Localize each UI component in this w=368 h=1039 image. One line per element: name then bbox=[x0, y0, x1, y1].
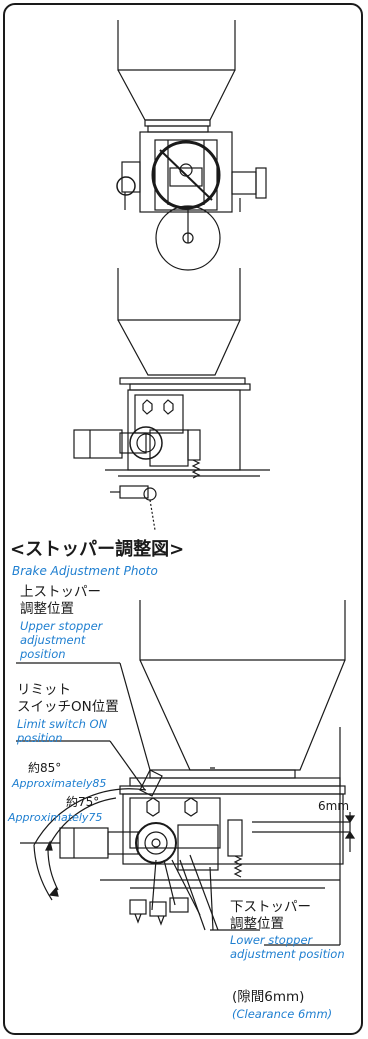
page-frame bbox=[3, 3, 363, 1035]
dimension-label: 6mm bbox=[318, 799, 350, 813]
angle-75-label: 約75° bbox=[66, 795, 100, 809]
lower-stopper-english-line1: Lower stopper bbox=[230, 933, 313, 947]
upper-stopper-label-line1: 上ストッパー bbox=[20, 584, 101, 600]
angle-85-english: Approximately85 bbox=[12, 777, 107, 790]
adjustment-view-figure bbox=[59, 600, 346, 931]
upper-stopper-english-line1: Upper stopper bbox=[20, 619, 103, 633]
dimension-6mm bbox=[252, 812, 356, 852]
lower-stopper-label-line1: 下ストッパー bbox=[230, 899, 311, 915]
leader-lines bbox=[16, 662, 341, 946]
lower-stopper-label-line2: 調整位置 bbox=[230, 916, 284, 932]
top-view-figure bbox=[116, 20, 267, 271]
angle-75-english: Approximately75 bbox=[8, 811, 103, 824]
upper-stopper-label-line2: 調整位置 bbox=[20, 601, 74, 617]
limit-switch-label-line2: スイッチON位置 bbox=[17, 699, 119, 715]
limit-switch-label-line1: リミット bbox=[17, 682, 71, 698]
angle-arcs bbox=[20, 788, 147, 901]
side-view-figure bbox=[73, 268, 270, 531]
clearance-english: (Clearance 6mm) bbox=[232, 1007, 333, 1021]
clearance-label: (隙間6mm) bbox=[232, 989, 305, 1005]
angle-85-label: 約85° bbox=[28, 761, 62, 775]
upper-stopper-english-line2: adjustment bbox=[20, 633, 86, 647]
section-title-english: Brake Adjustment Photo bbox=[12, 564, 158, 578]
limit-switch-english-line2: position bbox=[17, 731, 63, 745]
lower-stopper-english-line2: adjustment position bbox=[230, 947, 345, 961]
upper-stopper-english-line3: position bbox=[20, 647, 66, 661]
section-title: <ストッパー調整図> bbox=[10, 539, 185, 560]
limit-switch-english-line1: Limit switch ON bbox=[17, 717, 108, 731]
